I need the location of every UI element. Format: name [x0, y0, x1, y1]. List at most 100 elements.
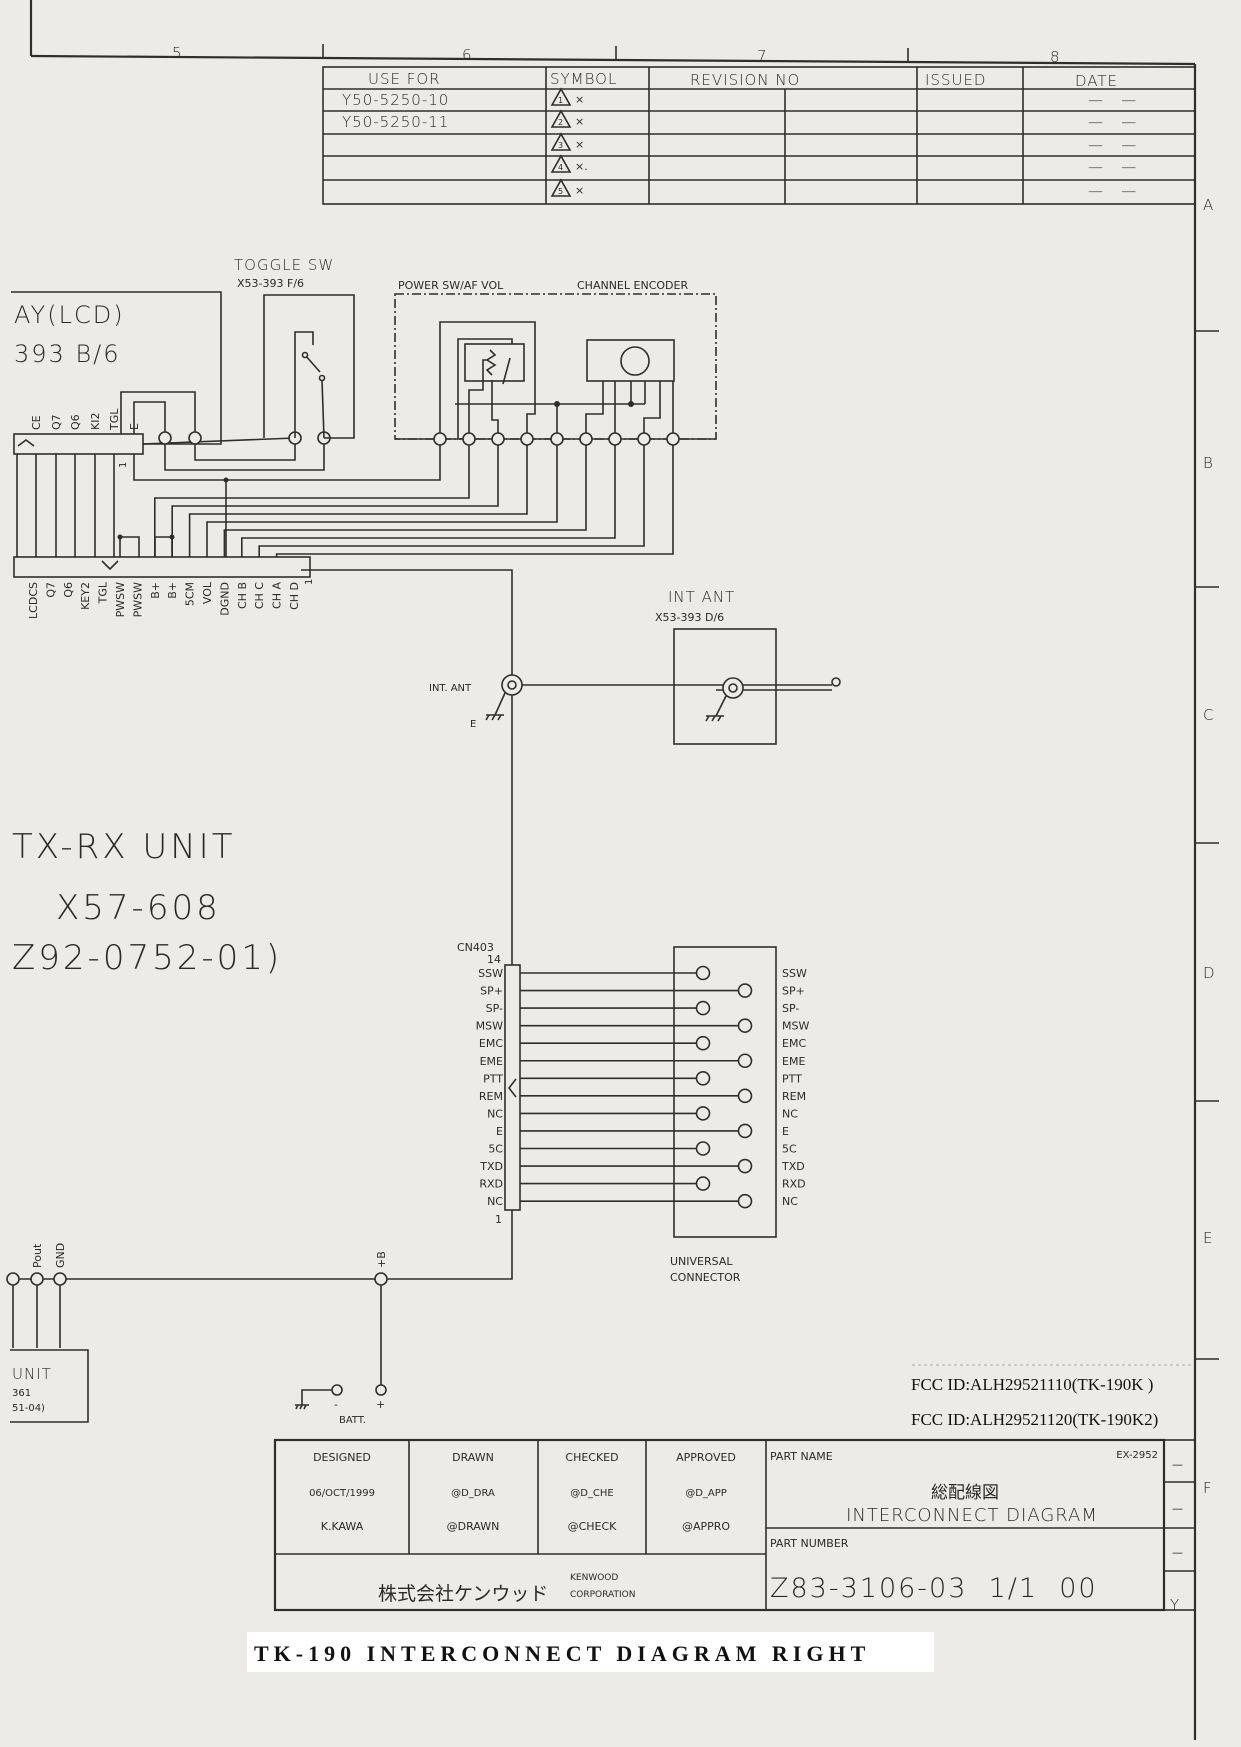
zone-letter: E [1203, 1229, 1213, 1247]
gnd-pin [53, 1272, 67, 1286]
drawn-header: DRAWN [452, 1451, 494, 1464]
lower-pin-label: CH C [253, 582, 266, 609]
batt-plus-label: + [376, 1398, 385, 1411]
fcc-id-2: FCC ID:ALH29521120(TK-190K2) [911, 1410, 1158, 1429]
lower-pin-label: KEY2 [79, 582, 92, 610]
upper-pin-label: CE [30, 415, 43, 430]
lower-pin-label: CH A [271, 582, 284, 609]
lcd-wire [258, 439, 645, 557]
revision-triangle-icon [550, 178, 572, 197]
terminal-pin [158, 431, 172, 445]
revision-mark: × [575, 138, 584, 151]
revision-triangle-icon [550, 87, 572, 106]
column-number: 7 [757, 47, 768, 65]
revision-triangle-icon [550, 132, 572, 151]
part-number-label: PART NUMBER [770, 1537, 849, 1550]
universal-pin-label: TXD [781, 1160, 805, 1173]
terminal-pin [491, 432, 505, 446]
plus-b-label: +B [375, 1251, 388, 1268]
part-name-label: PART NAME [770, 1450, 833, 1463]
terminal-pin [520, 432, 534, 446]
upper-pin-label: TGL [108, 408, 121, 431]
company-name-en-1: KENWOOD [570, 1573, 618, 1583]
revision-symbol: 4 [558, 163, 563, 172]
universal-pin [737, 1123, 753, 1139]
date-cell: — — [1088, 136, 1137, 154]
power-unit: Pout GND UNIT 361 51-04) +B - + BATT. [6, 1243, 388, 1426]
revision-symbol: 2 [558, 118, 563, 127]
revision-symbol: 1 [558, 96, 563, 105]
universal-pin-label: SSW [782, 967, 807, 980]
lower-pin-label: PWSW [114, 582, 127, 617]
lcd-title: AY(LCD) [14, 301, 125, 329]
cn403-name: CN403 [457, 941, 494, 954]
universal-pin [695, 1071, 711, 1086]
txrx-model: X57-608 [56, 888, 221, 928]
universal-pin [695, 1141, 711, 1156]
lcd-upper-connector [13, 433, 144, 455]
terminal-pin [433, 432, 447, 446]
cn403-pin-label: NC [487, 1195, 503, 1208]
lcd-wire [154, 536, 173, 557]
revision-mark: × [575, 115, 584, 128]
cn403-pin-label: SP+ [480, 985, 503, 998]
lcd-wire [164, 438, 325, 471]
lcd-wire [194, 438, 296, 461]
part-number: Z83-3106-03 1/1 00 [770, 1573, 1098, 1604]
gnd-label: GND [54, 1243, 67, 1268]
universal-pin-label: REM [782, 1090, 806, 1103]
part-name: INTERCONNECT DIAGRAM [846, 1505, 1098, 1526]
header-use-for: USE FOR [368, 70, 441, 88]
company-name-jp: 株式会社ケンウッド [378, 1583, 548, 1605]
sheet-frame: 5 6 7 8 A B C D E F Y [29, 0, 1219, 1740]
connector-mark-icon [101, 560, 119, 571]
int-ant-code: X53-393 D/6 [655, 611, 724, 624]
approved-header: APPROVED [676, 1451, 736, 1464]
title-block: DESIGNED DRAWN CHECKED APPROVED 06/OCT/1… [273, 1438, 1196, 1612]
approved-date: @D_APP [685, 1488, 727, 1499]
connector-mark-icon [507, 1078, 517, 1098]
date-cell: — — [1088, 91, 1137, 109]
cn403-pin-label: REM [479, 1090, 503, 1103]
toggle-code: X53-393 F/6 [237, 277, 304, 290]
lcd-wire [275, 439, 674, 557]
terminal-pin [637, 432, 651, 446]
universal-pin-label: SP+ [782, 985, 805, 998]
upper-pin-label: Q6 [69, 414, 82, 430]
unit-code-1: 361 [12, 1388, 31, 1399]
txrx-part: Z92-0752-01) [12, 938, 282, 978]
upper-pin-label: KI2 [89, 413, 102, 430]
potentiometer-icon [485, 349, 497, 376]
revision-symbol: 3 [558, 141, 563, 150]
terminal-pin [579, 432, 593, 446]
batt-plus-terminal [375, 1384, 387, 1396]
lcd-wire [171, 439, 499, 557]
pout-label: Pout [31, 1243, 44, 1268]
header-revision-no: REVISION NO [690, 71, 800, 89]
side-mark: — [1172, 1458, 1183, 1471]
int-ant-jack-label: INT. ANT [429, 683, 472, 694]
universal-pin-label: PTT [782, 1072, 802, 1085]
revision-table: USE FOR SYMBOL REVISION NO ISSUED DATE Y… [322, 66, 1196, 205]
encoder-knob-icon [620, 346, 650, 376]
terminal-pin [188, 431, 202, 445]
lower-pin-label: B+ [149, 582, 162, 599]
company-name-en-2: CORPORATION [570, 1590, 635, 1600]
lower-pin-label: Q6 [62, 582, 75, 598]
lower-pin-label: DGND [218, 582, 231, 616]
lower-pin-label: 5CM [184, 582, 197, 606]
revision-triangle-icon [550, 109, 572, 128]
lcd-wire [119, 536, 140, 557]
lcd-wire [206, 439, 558, 557]
universal-pin [695, 1035, 711, 1051]
checked-header: CHECKED [565, 1451, 618, 1464]
universal-connector [673, 946, 777, 1238]
lcd-wire [223, 439, 587, 557]
cn403-pin-label: TXD [479, 1160, 503, 1173]
batt-minus-label: - [334, 1398, 338, 1411]
header-symbol: SYMBOL [550, 70, 617, 88]
terminal-pin [550, 432, 564, 446]
antenna-jack-icon [722, 677, 744, 699]
